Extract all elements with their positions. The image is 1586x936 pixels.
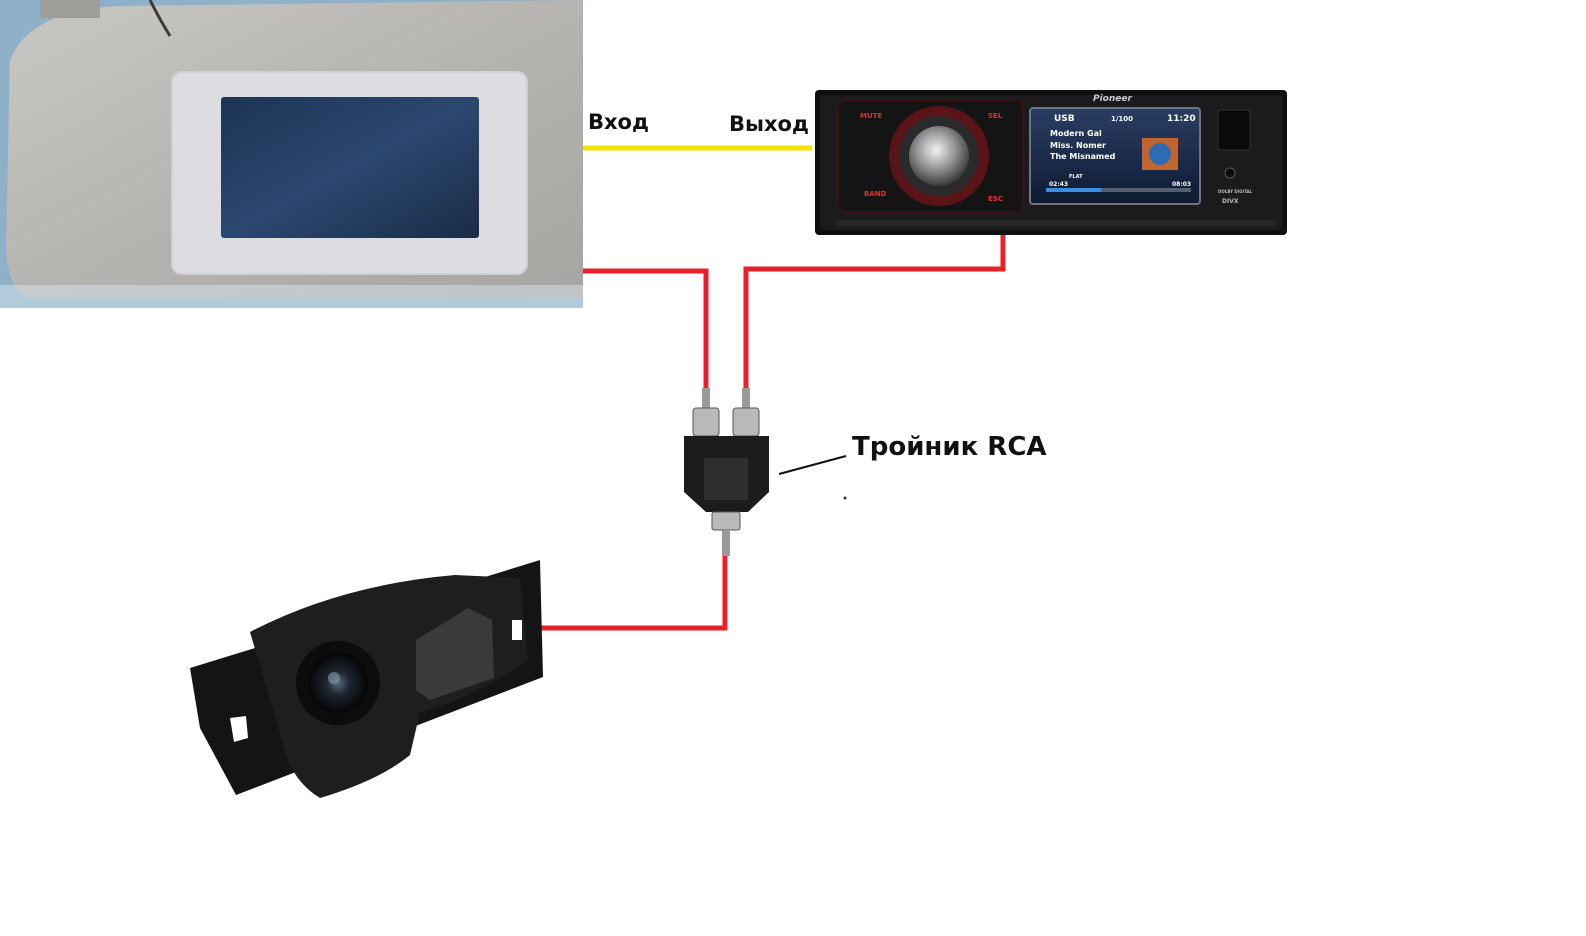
head-unit-eq: FLAT	[1069, 174, 1083, 180]
power-wires	[538, 232, 1006, 631]
head-unit-album: Miss. Nomer	[1050, 141, 1106, 150]
car-stereo-icon	[815, 90, 1287, 235]
rear-view-camera-icon	[190, 560, 543, 798]
dolby-badge: DOLBY DIGITAL	[1218, 189, 1252, 194]
sun-visor-monitor-icon	[0, 0, 583, 308]
stray-dot	[843, 496, 847, 500]
head-unit-elapsed: 02:43	[1049, 181, 1068, 188]
splitter-label: Тройник RCA	[852, 432, 1047, 462]
mute-button: MUTE	[860, 112, 882, 120]
input-label: Вход	[588, 110, 649, 134]
output-label: Выход	[729, 112, 809, 136]
rca-y-splitter-icon	[684, 388, 769, 556]
divx-badge: DIVX	[1222, 198, 1239, 205]
sel-button: SEL	[988, 112, 1003, 120]
head-unit-brand: Pioneer	[1093, 94, 1132, 104]
head-unit-artist: Modern Gal	[1050, 129, 1102, 138]
band-button: BAND	[864, 190, 887, 198]
head-unit-duration: 08:03	[1172, 181, 1191, 188]
head-unit-track-counter: 1/100	[1111, 115, 1133, 123]
head-unit-mode: USB	[1054, 114, 1075, 124]
head-unit-track: The Misnamed	[1050, 152, 1116, 161]
splitter-pointer-line	[778, 455, 847, 475]
esc-button: ESC	[988, 195, 1003, 203]
head-unit-clock: 11:20	[1167, 114, 1196, 124]
